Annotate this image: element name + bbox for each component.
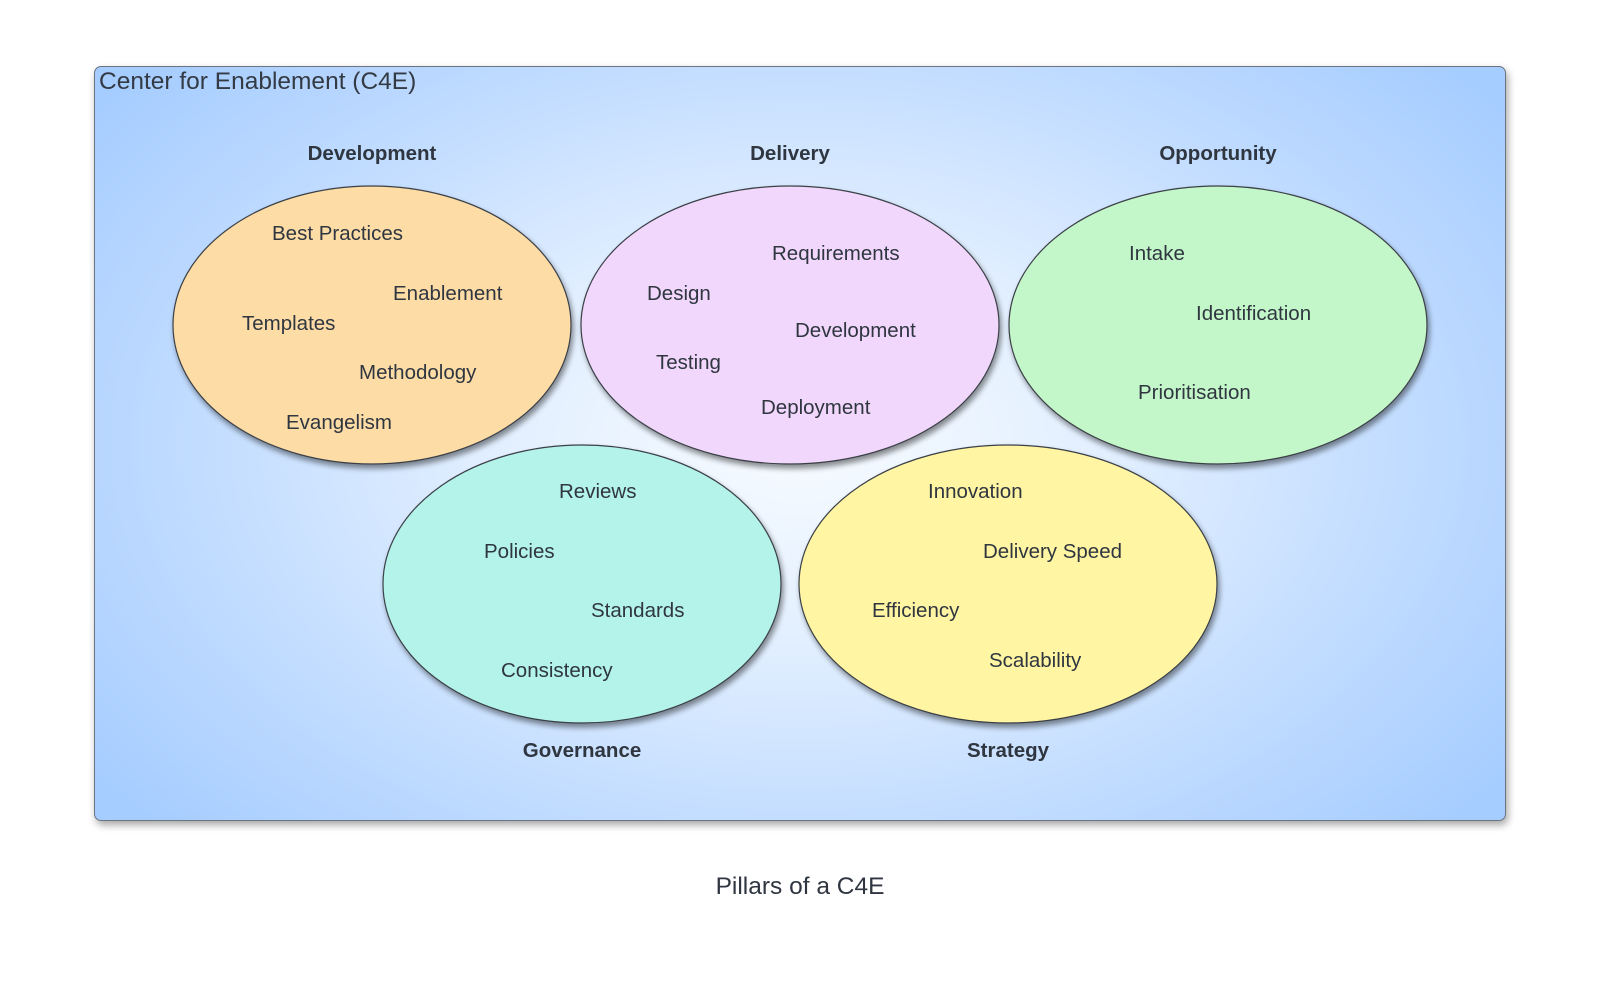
pillar-title-governance: Governance xyxy=(523,739,642,762)
pillar-title-development: Development xyxy=(308,142,437,165)
ellipse-delivery xyxy=(580,185,1000,465)
item-best-practices: Best Practices xyxy=(272,222,403,245)
item-testing: Testing xyxy=(656,351,721,374)
item-development: Development xyxy=(795,319,916,342)
item-methodology: Methodology xyxy=(359,361,477,384)
item-evangelism: Evangelism xyxy=(286,411,392,434)
item-intake: Intake xyxy=(1129,242,1185,265)
item-reviews: Reviews xyxy=(559,480,636,503)
ellipse-strategy xyxy=(798,444,1218,724)
item-prioritisation: Prioritisation xyxy=(1138,381,1251,404)
pillar-opportunity: Opportunity Intake Identification Priori… xyxy=(1008,142,1428,465)
item-enablement: Enablement xyxy=(393,282,503,305)
container-title: Center for Enablement (C4E) xyxy=(99,68,417,95)
item-delivery-speed: Delivery Speed xyxy=(983,540,1122,563)
item-policies: Policies xyxy=(484,540,555,563)
item-templates: Templates xyxy=(242,312,335,335)
ellipse-opportunity xyxy=(1008,185,1428,465)
item-standards: Standards xyxy=(591,599,684,622)
item-requirements: Requirements xyxy=(772,242,900,265)
pillar-title-opportunity: Opportunity xyxy=(1159,142,1277,165)
pillar-title-delivery: Delivery xyxy=(750,142,830,165)
item-efficiency: Efficiency xyxy=(872,599,960,622)
ellipse-development xyxy=(172,185,572,465)
pillar-development: Development Best Practices Enablement Te… xyxy=(172,142,572,465)
ellipse-governance xyxy=(382,444,782,724)
item-consistency: Consistency xyxy=(501,659,613,682)
pillar-governance: Reviews Policies Standards Consistency G… xyxy=(382,444,782,762)
pillar-title-strategy: Strategy xyxy=(967,739,1050,762)
item-scalability: Scalability xyxy=(989,649,1082,672)
diagram-caption: Pillars of a C4E xyxy=(715,873,885,900)
item-innovation: Innovation xyxy=(928,480,1023,503)
item-design: Design xyxy=(647,282,711,305)
pillar-strategy: Innovation Delivery Speed Efficiency Sca… xyxy=(798,444,1218,762)
pillar-delivery: Delivery Requirements Design Development… xyxy=(580,142,1000,465)
item-identification: Identification xyxy=(1196,302,1311,325)
item-deployment: Deployment xyxy=(761,396,871,419)
